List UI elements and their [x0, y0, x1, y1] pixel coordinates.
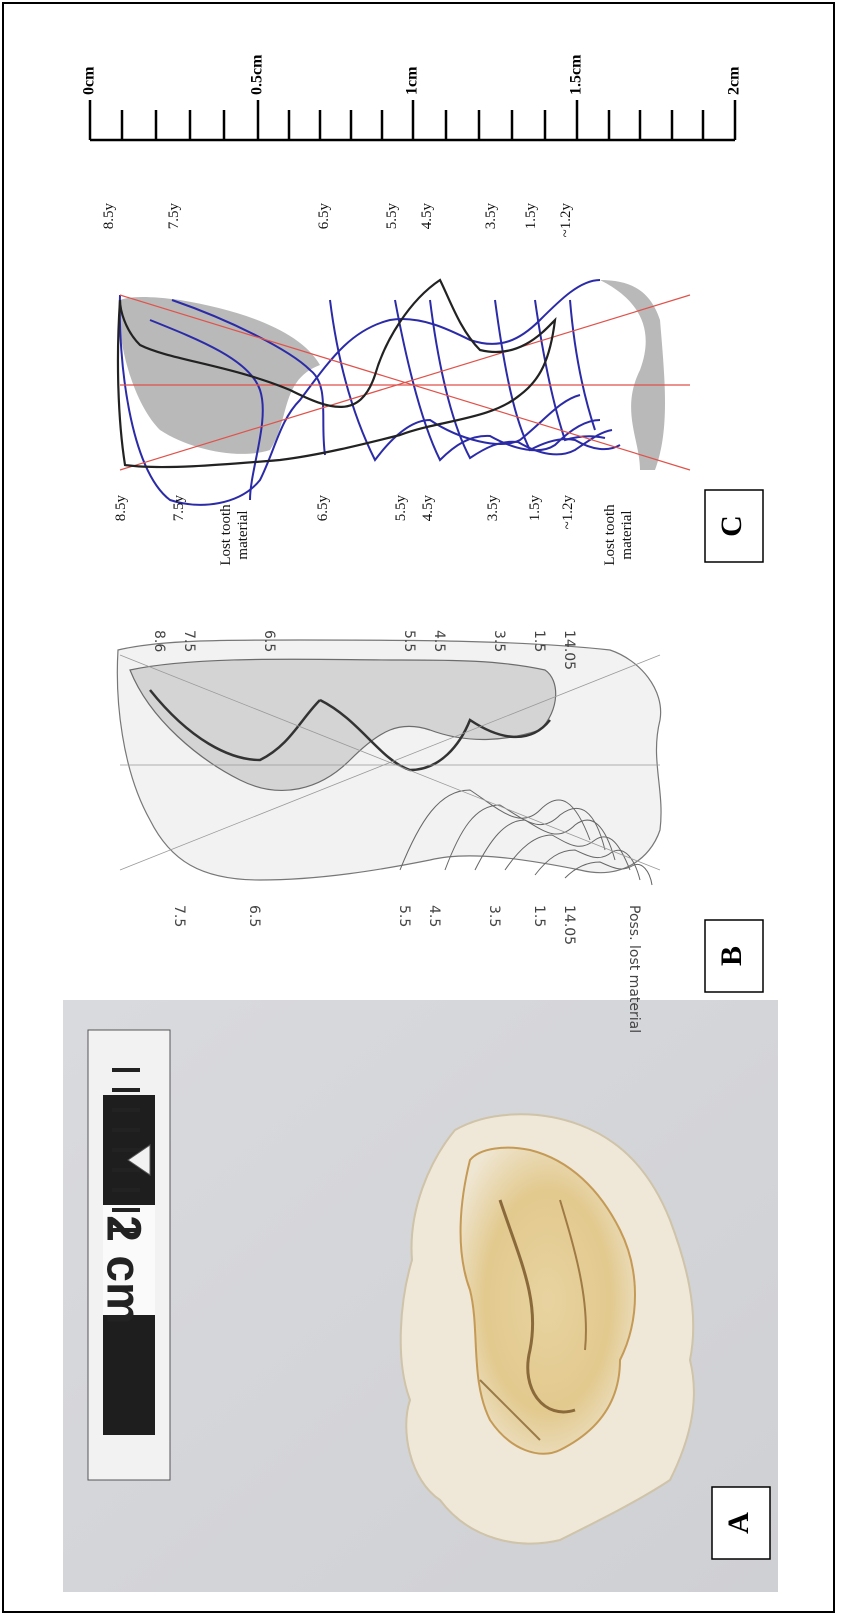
age-label: 8.5y [101, 203, 117, 230]
pencil-label: 6.5 [246, 905, 262, 927]
age-label: 4.5y [420, 495, 436, 522]
age-label: 3.5y [483, 203, 499, 230]
age-label: 8.5y [113, 495, 129, 522]
pencil-label: 4.5 [431, 630, 447, 652]
lost-material-left-label-2: material [235, 510, 251, 559]
panel-a-letter: A [722, 1512, 755, 1534]
pencil-label: 6.5 [261, 630, 277, 652]
pencil-label: 1.5 [531, 905, 547, 927]
pencil-label: Poss. lost material [626, 905, 642, 1033]
age-label: ~1.2y [558, 203, 574, 238]
pencil-drawing [117, 640, 661, 885]
pencil-label: 4.5 [426, 905, 442, 927]
panel-b-letter: B [715, 946, 748, 966]
age-label: 7.5y [166, 203, 182, 230]
age-label: ~1.2y [560, 495, 576, 530]
pencil-label: 14.05 [561, 630, 577, 670]
lost-material-bottom-label-2: material [619, 510, 635, 559]
pencil-label: 3.5 [491, 630, 507, 652]
scale-label: 0.5cm [249, 54, 266, 95]
age-label: 1.5y [523, 203, 539, 230]
pencil-label: 5.5 [396, 905, 412, 927]
age-label: 1.5y [527, 495, 543, 522]
pencil-label: 8.6 [151, 630, 167, 652]
lost-material-left-label-1: Lost tooth [218, 504, 234, 566]
lost-material-left [119, 297, 320, 454]
photo-scale-bar: 2 cm [88, 1030, 170, 1480]
scale-bar [90, 100, 735, 140]
age-label: 5.5y [384, 203, 400, 230]
age-label: 7.5y [171, 495, 187, 522]
scale-label: 1cm [404, 66, 421, 95]
scale-label: 0cm [81, 66, 98, 95]
panel-c: 8.5y 7.5y 6.5y 5.5y 4.5y 3.5y 1.5y ~1.2y… [101, 203, 763, 566]
scale-label: 1.5cm [568, 54, 585, 95]
age-label: 3.5y [485, 495, 501, 522]
pencil-label: 7.5 [171, 905, 187, 927]
age-label: 6.5y [316, 203, 332, 230]
scale-labels: 0cm 0.5cm 1cm 1.5cm 2cm [81, 54, 743, 95]
growth-labels-left: 8.5y 7.5y 6.5y 5.5y 4.5y 3.5y 1.5y ~1.2y [113, 495, 576, 530]
photo-ruler-label: 2 cm [96, 1215, 149, 1324]
age-label: 5.5y [393, 495, 409, 522]
growth-labels-right: 8.5y 7.5y 6.5y 5.5y 4.5y 3.5y 1.5y ~1.2y [101, 203, 574, 238]
lost-material-bottom-label-1: Lost tooth [602, 504, 618, 566]
pencil-label: 1.5 [531, 630, 547, 652]
scale-label: 2cm [726, 66, 743, 95]
panel-b: 8.6 7.5 6.5 5.5 4.5 3.5 1.5 14.05 7.5 6.… [117, 630, 763, 1033]
panel-c-letter: C [715, 515, 748, 537]
pencil-label: 3.5 [486, 905, 502, 927]
lost-material-bottom [600, 280, 665, 470]
pencil-label: 5.5 [401, 630, 417, 652]
pencil-label: 14.05 [561, 905, 577, 945]
age-label: 4.5y [419, 203, 435, 230]
pencil-label: 7.5 [181, 630, 197, 652]
panel-a: 2 cm A [63, 1000, 778, 1592]
age-label: 6.5y [315, 495, 331, 522]
